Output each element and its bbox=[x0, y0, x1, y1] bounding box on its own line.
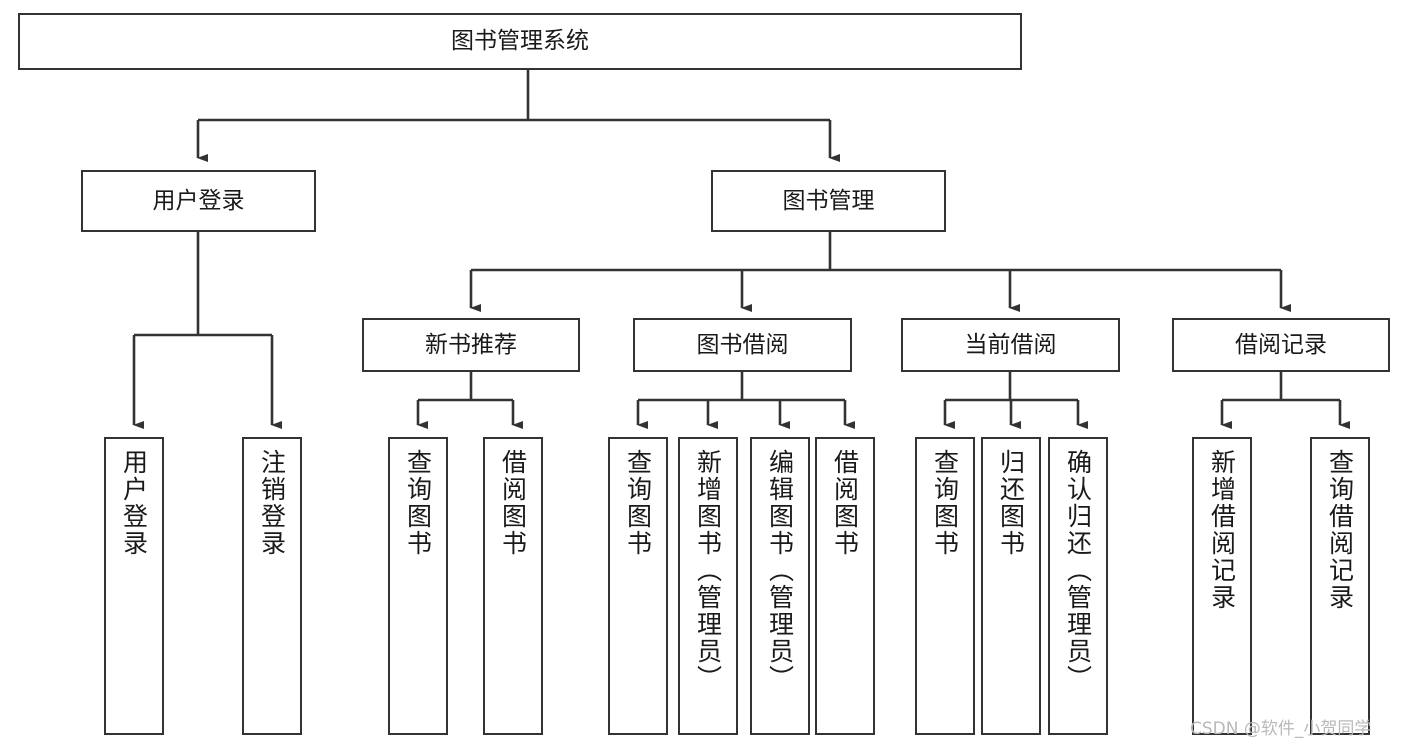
node-book-manage[interactable]: 图书管理 bbox=[711, 170, 946, 232]
node-label: 新书推荐 bbox=[425, 331, 517, 358]
node-user-login[interactable]: 用户登录 bbox=[81, 170, 316, 232]
node-label: 用户登录 bbox=[152, 187, 245, 214]
node-label: 图书管理 bbox=[782, 187, 875, 214]
node-label: 确认归还（管理员） bbox=[1063, 449, 1093, 692]
leaf-current-confirm-return-admin[interactable]: 确认归还（管理员） bbox=[1048, 437, 1108, 735]
node-borrow-record[interactable]: 借阅记录 bbox=[1172, 318, 1390, 372]
node-label: 注销登录 bbox=[257, 449, 287, 557]
leaf-recommend-borrow-book[interactable]: 借阅图书 bbox=[483, 437, 543, 735]
leaf-user-login[interactable]: 用户登录 bbox=[104, 437, 164, 735]
csdn-watermark: CSDN @软件_小贺同学 bbox=[1190, 719, 1372, 739]
node-current-borrow[interactable]: 当前借阅 bbox=[901, 318, 1120, 372]
node-label: 新增图书（管理员） bbox=[693, 449, 723, 692]
node-label: 查询借阅记录 bbox=[1325, 449, 1355, 611]
node-label: 查询图书 bbox=[623, 449, 653, 557]
leaf-borrow-query-book[interactable]: 查询图书 bbox=[608, 437, 668, 735]
leaf-record-query-borrow-record[interactable]: 查询借阅记录 bbox=[1310, 437, 1370, 735]
node-book-borrow[interactable]: 图书借阅 bbox=[633, 318, 852, 372]
node-label: 用户登录 bbox=[119, 449, 149, 557]
node-label: 图书管理系统 bbox=[451, 28, 589, 55]
leaf-current-query-book[interactable]: 查询图书 bbox=[915, 437, 975, 735]
leaf-borrow-add-book-admin[interactable]: 新增图书（管理员） bbox=[678, 437, 738, 735]
leaf-user-logout[interactable]: 注销登录 bbox=[242, 437, 302, 735]
node-label: 查询图书 bbox=[930, 449, 960, 557]
node-root-book-management-system[interactable]: 图书管理系统 bbox=[18, 13, 1022, 70]
leaf-current-return-book[interactable]: 归还图书 bbox=[981, 437, 1041, 735]
leaf-recommend-query-book[interactable]: 查询图书 bbox=[388, 437, 448, 735]
node-label: 借阅记录 bbox=[1235, 331, 1327, 358]
node-label: 新增借阅记录 bbox=[1207, 449, 1237, 611]
leaf-borrow-lend-book[interactable]: 借阅图书 bbox=[815, 437, 875, 735]
leaf-record-add-borrow-record[interactable]: 新增借阅记录 bbox=[1192, 437, 1252, 735]
node-label: 借阅图书 bbox=[830, 449, 860, 557]
node-label: 编辑图书（管理员） bbox=[765, 449, 795, 692]
node-label: 归还图书 bbox=[996, 449, 1026, 557]
node-label: 借阅图书 bbox=[498, 449, 528, 557]
node-new-book-recommendation[interactable]: 新书推荐 bbox=[362, 318, 580, 372]
node-label: 图书借阅 bbox=[696, 331, 789, 358]
leaf-borrow-edit-book-admin[interactable]: 编辑图书（管理员） bbox=[750, 437, 810, 735]
node-label: 当前借阅 bbox=[964, 331, 1057, 358]
node-label: 查询图书 bbox=[403, 449, 433, 557]
